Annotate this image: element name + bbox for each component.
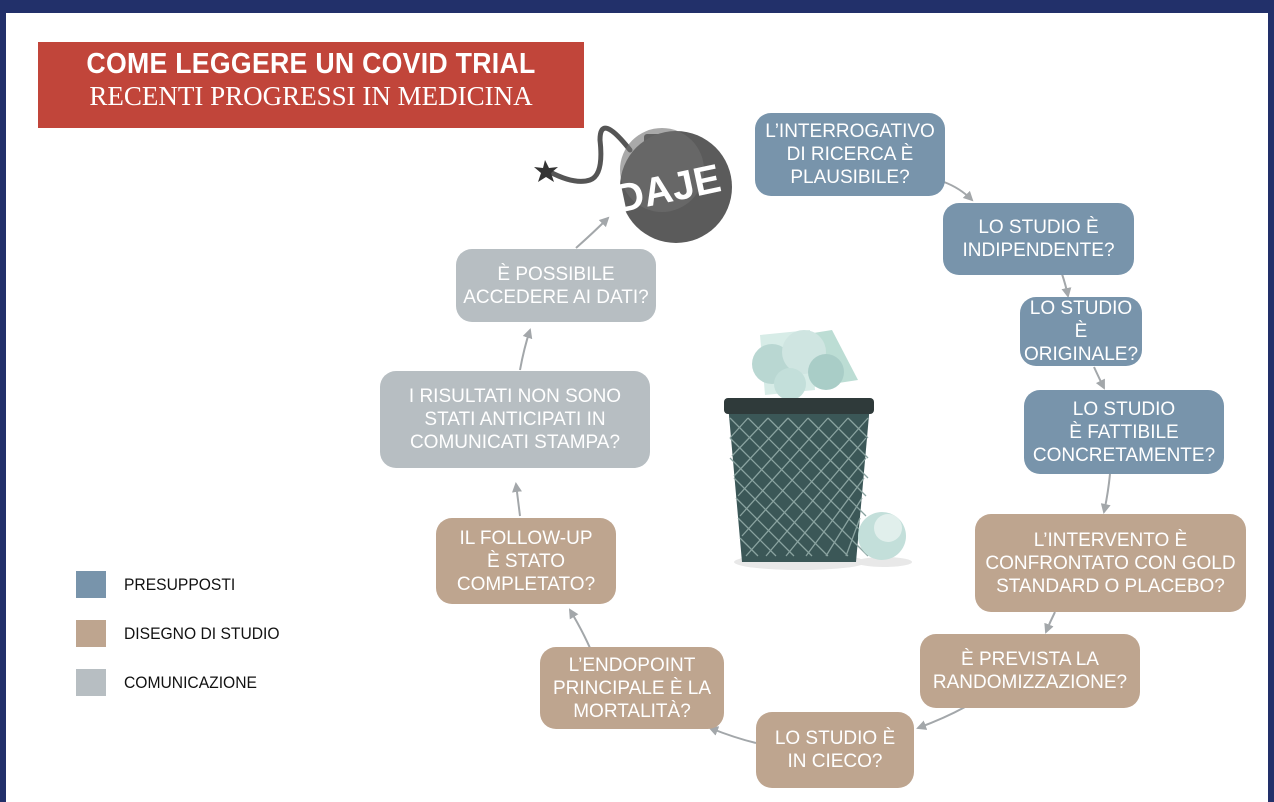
title-banner: COME LEGGERE UN COVID TRIAL RECENTI PROG… [38, 42, 584, 128]
legend-label-comunicazione: COMUNICAZIONE [124, 673, 257, 692]
legend-label-presupposti: PRESUPPOSTI [124, 575, 236, 594]
arrow-originale-fattibile [1093, 366, 1105, 390]
node-confrontato: L’INTERVENTO È CONFRONTATO CON GOLD STAN… [975, 514, 1246, 612]
arrow-confrontato-randomizzazione [1044, 611, 1056, 634]
node-fattibile: LO STUDIO È FATTIBILE CONCRETAMENTE? [1024, 390, 1224, 474]
arrow-cieco-endpoint [708, 726, 757, 744]
arrow-indipendente-originale [1061, 273, 1072, 298]
page-subtitle: RECENTI PROGRESSI IN MEDICINA [89, 81, 533, 111]
node-endpoint: L’ENDOPOINT PRINCIPALE È LA MORTALITÀ? [540, 647, 724, 729]
node-randomizzazione: È PREVISTA LA RANDOMIZZAZIONE? [920, 634, 1140, 708]
legend-swatch-presupposti [76, 571, 106, 598]
node-interrogativo: L’INTERROGATIVO DI RICERCA È PLAUSIBILE? [755, 113, 945, 196]
page-title: COME LEGGERE UN COVID TRIAL [86, 48, 536, 80]
wastebasket-icon [724, 330, 912, 570]
arrow-interrogativo-indipendente [943, 181, 974, 202]
legend-swatch-disegno [76, 620, 106, 647]
arrow-randomizzazione-cieco [916, 706, 966, 730]
node-originale: LO STUDIO È ORIGINALE? [1020, 297, 1142, 366]
node-dati: È POSSIBILE ACCEDERE AI DATI? [456, 249, 656, 322]
legend-swatch-comunicazione [76, 669, 106, 696]
arrow-fattibile-confrontato [1100, 473, 1111, 514]
node-followup: IL FOLLOW-UP È STATO COMPLETATO? [436, 518, 616, 604]
node-indipendente: LO STUDIO È INDIPENDENTE? [943, 203, 1134, 275]
arrow-dati-bomb [575, 216, 610, 249]
arrow-followup-risultati [512, 482, 522, 517]
arrow-risultati-dati [519, 328, 533, 371]
bomb-fuse [547, 125, 633, 184]
legend-label-disegno: DISEGNO DI STUDIO [124, 624, 280, 643]
node-risultati: I RISULTATI NON SONO STATI ANTICIPATI IN… [380, 371, 650, 468]
bomb-icon [620, 128, 732, 243]
spark-icon [534, 160, 558, 182]
node-cieco: LO STUDIO È IN CIECO? [756, 712, 914, 788]
arrow-endpoint-followup [568, 608, 591, 649]
